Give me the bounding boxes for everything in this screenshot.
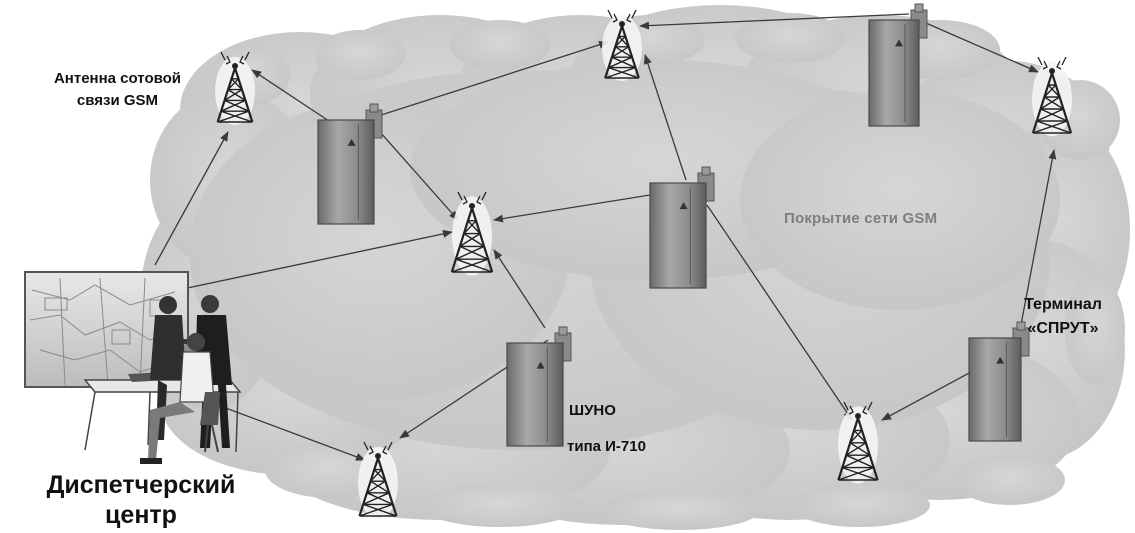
cabinet-icon <box>317 103 383 225</box>
link-arrow <box>1019 149 1057 331</box>
antenna-label-line1: Антенна сотовой <box>53 70 182 87</box>
cabinet-icon <box>506 326 572 447</box>
antenna-tower-icon <box>450 191 494 276</box>
dispatch-label-line1: Диспетчерский <box>46 471 236 499</box>
link-arrow <box>493 194 651 223</box>
link-arrow <box>154 131 229 266</box>
antenna-tower-icon <box>215 51 255 126</box>
dispatch-label-line2: центр <box>105 501 177 529</box>
coverage-label: Покрытие сети GSM <box>784 210 938 227</box>
antenna-label: Антенна сотовой связи GSM <box>30 68 205 112</box>
cabinet-icon <box>868 3 928 127</box>
dispatch-center-label: Диспетчерский центр <box>0 470 282 530</box>
antenna-towers <box>215 9 1073 520</box>
link-arrow <box>644 54 687 181</box>
link-arrow <box>706 204 853 421</box>
antenna-tower-icon <box>1031 56 1073 137</box>
control-cabinets <box>317 3 1030 447</box>
link-arrow <box>639 13 910 30</box>
terminal-label: Терминал «СПРУТ» <box>993 293 1133 341</box>
antenna-tower-icon <box>837 401 879 484</box>
antenna-label-line2: связи GSM <box>76 92 159 109</box>
link-arrow <box>379 131 459 221</box>
cabinet-icon <box>968 321 1030 442</box>
link-arrows <box>154 13 1057 461</box>
shuno-label-line1: ШУНО <box>569 402 616 419</box>
dispatcher-workstation-icon <box>24 271 242 464</box>
link-arrow <box>251 69 336 126</box>
shuno-label: ШУНО типа И-710 <box>567 400 646 458</box>
terminal-label-line2: «СПРУТ» <box>1027 320 1099 337</box>
link-arrow <box>371 40 609 119</box>
link-arrow <box>918 19 1039 73</box>
antenna-tower-icon <box>358 441 398 520</box>
link-arrow <box>177 229 453 291</box>
cabinet-icon <box>649 166 715 289</box>
link-arrow <box>881 364 985 421</box>
antenna-tower-icon <box>602 9 642 81</box>
terminal-label-line1: Терминал <box>1024 296 1102 313</box>
link-arrow <box>493 249 546 329</box>
shuno-label-line2: типа И-710 <box>567 438 646 455</box>
